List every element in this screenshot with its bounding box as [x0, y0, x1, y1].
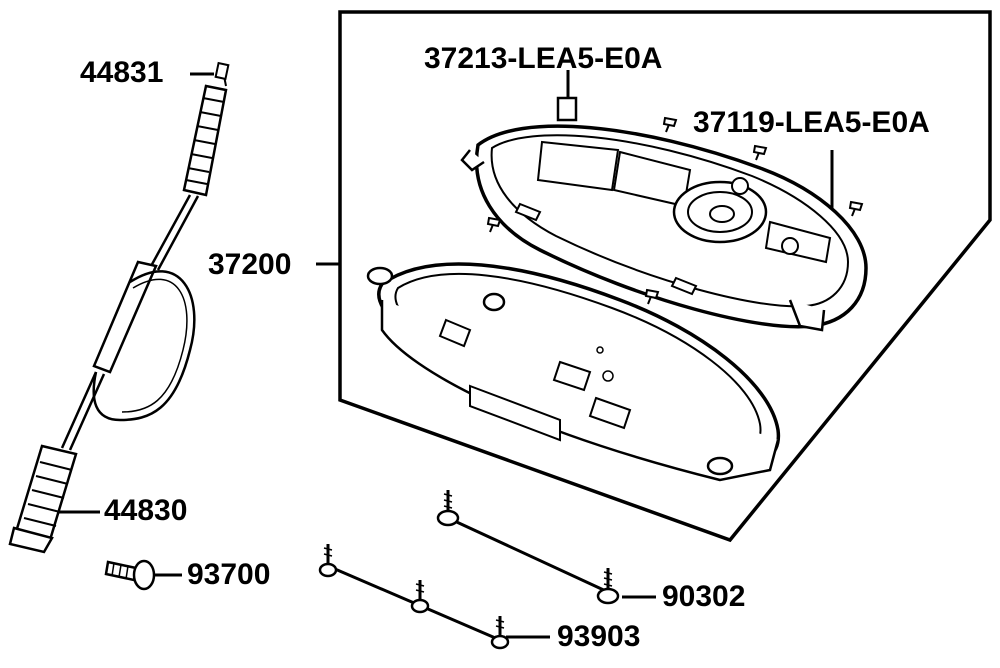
meter-panel-upper: [460, 124, 868, 332]
assembly-screws: [486, 116, 864, 305]
part-label-93903: 93903: [557, 620, 641, 653]
screws-90302: [436, 490, 620, 605]
assembly-boundary: [338, 10, 992, 543]
screw-93700: [104, 559, 156, 591]
part-label-37119-lea5-e0a: 37119-LEA5-E0A: [693, 106, 930, 139]
part-label-44830: 44830: [104, 494, 188, 527]
part-label-37213-lea5-e0a: 37213-LEA5-E0A: [424, 42, 663, 75]
leader-37213-box: [556, 96, 578, 122]
meter-case-lower: [366, 262, 781, 482]
speedometer-cable: [8, 61, 230, 554]
part-label-37200: 37200: [208, 248, 292, 281]
screws-93903: [318, 544, 510, 650]
part-label-93700: 93700: [187, 558, 271, 591]
part-label-90302: 90302: [662, 580, 746, 613]
part-label-44831: 44831: [80, 56, 164, 89]
